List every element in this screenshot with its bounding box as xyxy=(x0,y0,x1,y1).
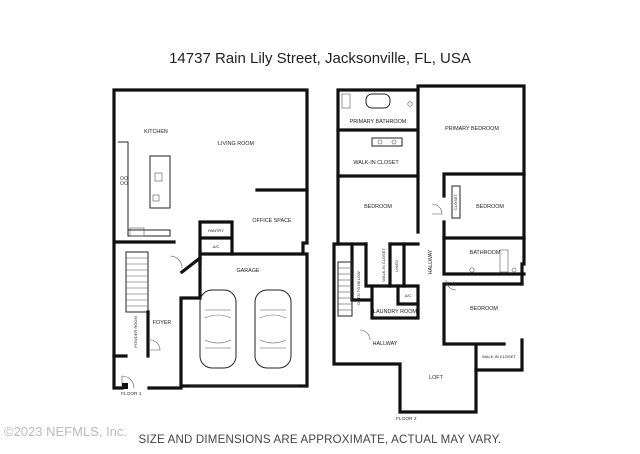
room-label-bedroom-left: BEDROOM xyxy=(364,204,392,210)
room-label-bedroom-right-bottom: BEDROOM xyxy=(470,306,498,312)
car-icon xyxy=(254,289,292,369)
floor-1-label: FLOOR 1 xyxy=(121,391,142,397)
room-label-powder-room: POWDER ROOM xyxy=(133,316,138,348)
kitchen-island xyxy=(149,155,171,209)
linen-walls xyxy=(388,242,406,288)
room-label-walk-in-closet-small: WALK-IN CLOSET xyxy=(381,248,386,282)
floor-1-plan: KITCHEN LIVING ROOM OFFICE SPACE PANTRY … xyxy=(112,88,309,397)
floor-2-plan: PRIMARY BATHROOM PRIMARY BEDROOM WALK-IN… xyxy=(332,84,526,422)
bedroom-right-top-walls xyxy=(442,172,526,240)
front-door-swing xyxy=(121,375,135,389)
bathroom-walls xyxy=(442,236,526,276)
pantry-walls xyxy=(198,220,234,256)
room-label-closet: CLOSET xyxy=(453,193,458,210)
bedroom-door-swing xyxy=(431,203,443,215)
shower xyxy=(341,93,351,109)
bathroom-sink-icon xyxy=(469,267,475,273)
copyright-watermark: ©2023 NEFMLS, Inc. xyxy=(4,424,128,439)
floor-2-stair-treads xyxy=(338,267,352,311)
room-label-garage: GARAGE xyxy=(236,268,259,274)
room-label-walk-in-closet-bottom: WALK-IN CLOSET xyxy=(482,354,516,359)
room-label-hallway-vertical: HALLWAY xyxy=(428,249,434,274)
room-label-ac: A/C xyxy=(213,244,220,249)
refrigerator xyxy=(129,227,145,237)
floor-2-outer-wall xyxy=(332,84,526,414)
interior-door-swing xyxy=(169,255,183,269)
bathroom-toilet-icon xyxy=(511,267,517,273)
bathroom-tub xyxy=(499,249,509,273)
room-label-loft: LOFT xyxy=(429,375,443,381)
floor-2-label: FLOOR 2 xyxy=(396,416,417,422)
bedroom-door-swing xyxy=(445,279,457,291)
room-label-hallway: HALLWAY xyxy=(373,341,398,347)
ac-closet-walls xyxy=(396,284,420,306)
bedroom-right-bottom-walls xyxy=(442,282,524,372)
kitchen-counter xyxy=(118,141,171,237)
kitchen-sink xyxy=(154,172,163,182)
bathtub xyxy=(365,93,391,109)
room-label-linen: LINEN xyxy=(394,260,399,272)
dishwasher xyxy=(152,194,160,202)
toilet-icon xyxy=(407,101,413,107)
room-label-pantry: PANTRY xyxy=(208,228,224,233)
disclaimer-text: SIZE AND DIMENSIONS ARE APPROXIMATE, ACT… xyxy=(138,434,502,446)
laundry-door-swing xyxy=(359,329,371,341)
closet-box xyxy=(451,185,461,219)
powder-door-swing xyxy=(149,339,161,351)
room-label-primary-bedroom: PRIMARY BEDROOM xyxy=(445,126,499,132)
room-label-walk-in-closet: WALK-IN CLOSET xyxy=(353,160,399,166)
car-icon xyxy=(199,289,237,369)
room-label-open-to-below: OPEN TO BELOW xyxy=(356,271,361,305)
plan-title: 14737 Rain Lily Street, Jacksonville, FL… xyxy=(169,50,471,67)
room-label-ac-floor-2: A/C xyxy=(405,293,412,298)
double-vanity xyxy=(371,137,403,147)
room-label-bedroom-right-top: BEDROOM xyxy=(476,204,504,210)
room-label-laundry-room: LAUNDRY ROOM xyxy=(373,309,417,315)
vanity-sink-icon xyxy=(391,139,397,145)
floor-2-stairs xyxy=(337,261,353,317)
stove-icon xyxy=(120,176,128,185)
room-label-kitchen: KITCHEN xyxy=(144,129,168,135)
room-label-foyer: FOYER xyxy=(153,320,172,326)
foyer-walls xyxy=(112,310,150,358)
entry-marker xyxy=(122,383,128,389)
floor-1-outer-wall xyxy=(112,88,309,390)
room-label-primary-bathroom: PRIMARY BATHROOM xyxy=(350,119,407,125)
vanity-sink-icon xyxy=(377,139,383,145)
floor-1-stair-treads xyxy=(126,257,148,307)
room-label-office-space: OFFICE SPACE xyxy=(252,218,292,224)
primary-suite-walls xyxy=(336,88,420,234)
room-label-bathroom: BATHROOM xyxy=(470,250,501,256)
room-label-living-room: LIVING ROOM xyxy=(218,141,254,147)
garage-angled-wall xyxy=(179,255,203,275)
